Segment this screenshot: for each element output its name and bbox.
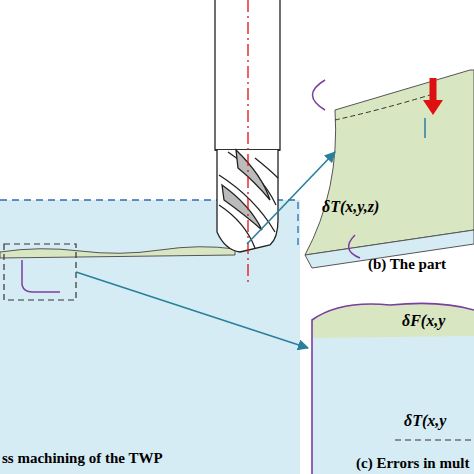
panel-caption: (c) Errors in mult xyxy=(356,455,469,472)
error-symbol: δT(x,y,z) xyxy=(322,198,379,216)
thin-wall-part xyxy=(305,70,474,268)
panel-caption: (b) The part xyxy=(368,256,446,273)
leader-arrow xyxy=(247,152,335,244)
error-symbol: δT(x,y xyxy=(404,412,446,430)
panel-caption: ss machining of the TWP xyxy=(2,450,163,467)
error-symbol: δF(x,y xyxy=(402,312,445,330)
multi-error-panel xyxy=(312,303,474,474)
leader-arrow xyxy=(76,272,308,348)
detail-box xyxy=(4,244,76,300)
